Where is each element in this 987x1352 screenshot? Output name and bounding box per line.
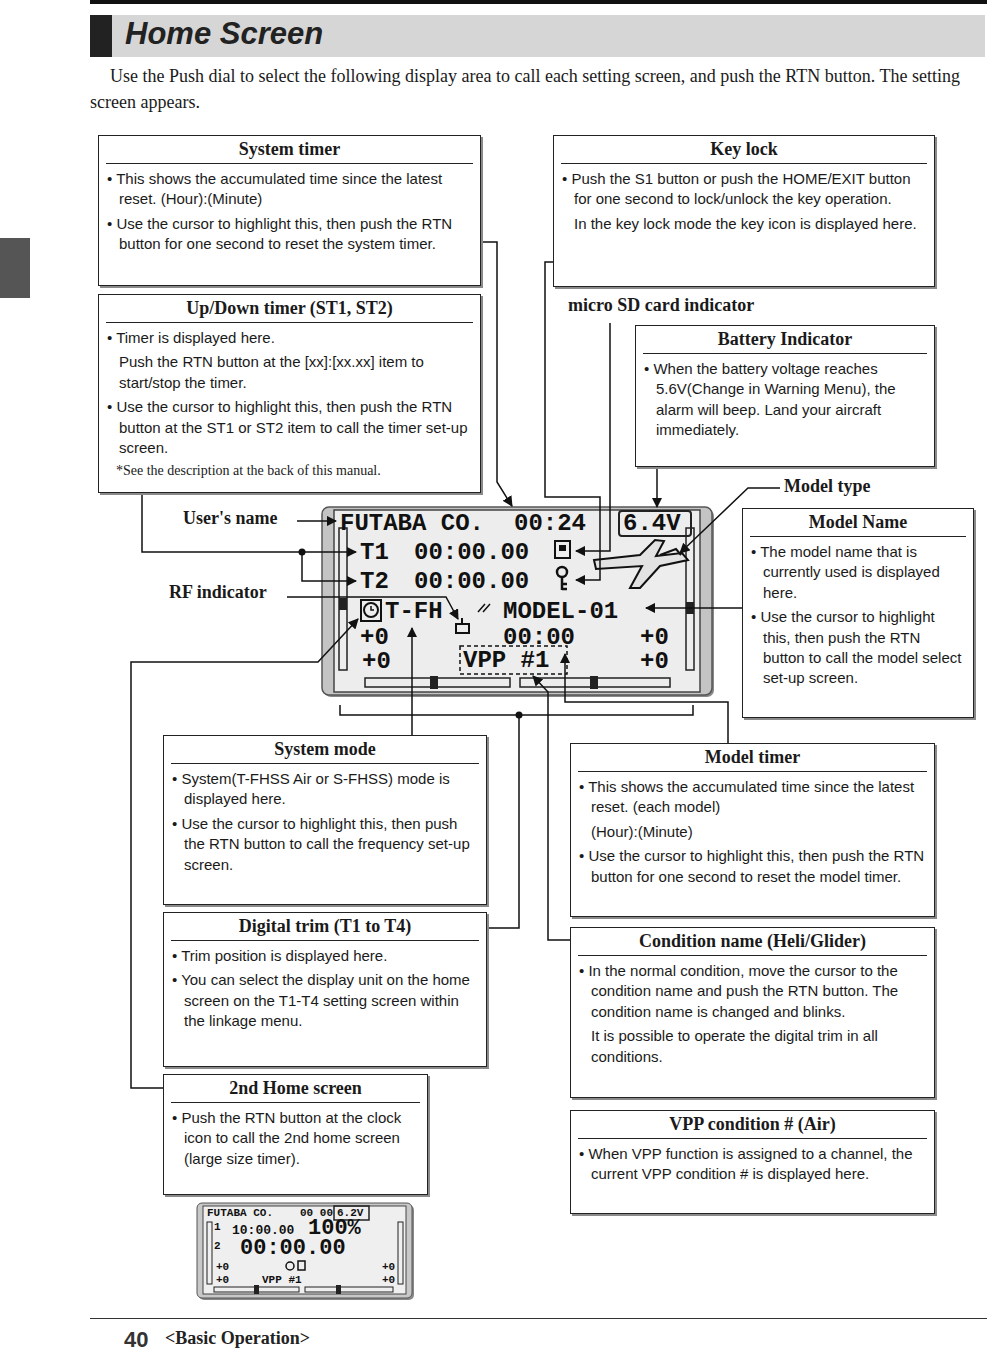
bullet-text: • Use the cursor to highlight this, then…: [106, 214, 473, 255]
bullet-text: • Push the S1 button or push the HOME/EX…: [561, 169, 927, 210]
bullet-text: • Use the cursor to highlight this, then…: [171, 814, 479, 875]
lcd-text: VPP #1: [262, 1275, 302, 1286]
lcd-text: 00:00.00: [240, 1238, 346, 1260]
footnote: *See the description at the back of this…: [106, 462, 473, 480]
bullet-text: • Use the cursor to highlight this, then…: [750, 607, 966, 689]
lcd-text: +0: [382, 1262, 395, 1273]
lcd-text: 00:00.00: [414, 570, 529, 594]
lcd-text: FUTABA CO.: [207, 1208, 273, 1219]
box-heading: Key lock: [561, 139, 927, 164]
box-heading: Battery Indicator: [643, 329, 927, 354]
lcd-text: 00:00: [503, 626, 575, 650]
lcd-text: +0: [216, 1262, 229, 1273]
callout-box: Model timer • This shows the accumulated …: [570, 743, 935, 917]
page-number: 40: [124, 1327, 148, 1352]
bullet-text: • System(T-FHSS Air or S-FHSS) mode is d…: [171, 769, 479, 810]
box-heading: VPP condition # (Air): [578, 1114, 927, 1139]
callout-box: System timer • This shows the accumulated…: [98, 135, 481, 286]
body-text: In the key lock mode the key icon is dis…: [561, 214, 927, 234]
lcd-text: 6.4V: [623, 512, 681, 536]
bullet-text: • Timer is displayed here.: [106, 328, 473, 348]
lcd-text: T-FH: [385, 600, 443, 624]
lcd-text: 00:00.00: [414, 541, 529, 565]
section-name: <Basic Operation>: [165, 1328, 310, 1349]
side-tab: [0, 238, 30, 298]
callout-label: RF indicator: [167, 582, 269, 603]
lcd-text: +0: [640, 626, 669, 650]
lcd-text: +0: [216, 1275, 229, 1286]
callout-box: Condition name (Heli/Glider) • In the nor…: [570, 927, 935, 1098]
lcd-text: MODEL-01: [503, 600, 618, 624]
lcd-text: 10:00.00: [232, 1224, 294, 1237]
callout-box: Battery Indicator • When the battery volt…: [635, 325, 935, 467]
title-mark: [90, 15, 112, 57]
box-heading: Up/Down timer (ST1, ST2): [106, 298, 473, 323]
lcd-text: 00:24: [514, 512, 586, 536]
box-heading: Model timer: [578, 747, 927, 772]
box-heading: 2nd Home screen: [171, 1078, 420, 1103]
lcd-text: +0: [640, 650, 669, 674]
box-heading: Model Name: [750, 512, 966, 537]
bullet-text: • Use the cursor to highlight this, then…: [578, 846, 927, 887]
bullet-text: • This shows the accumulated time since …: [106, 169, 473, 210]
bullet-text: • In the normal condition, move the curs…: [578, 961, 927, 1022]
callout-box: Digital trim (T1 to T4) • Trim position i…: [163, 912, 487, 1067]
callout-label: Model type: [782, 476, 872, 497]
bullet-text: • Trim position is displayed here.: [171, 946, 479, 966]
box-heading: Digital trim (T1 to T4): [171, 916, 479, 941]
lcd-text: T2: [360, 570, 389, 594]
lcd-text: VPP #1: [463, 649, 549, 673]
callout-box: VPP condition # (Air) • When VPP function…: [570, 1110, 935, 1214]
lcd-text: 1: [214, 1222, 221, 1233]
box-heading: Condition name (Heli/Glider): [578, 931, 927, 956]
bullet-text: • When VPP function is assigned to a cha…: [578, 1144, 927, 1185]
callout-box: System mode • System(T-FHSS Air or S-FHSS…: [163, 735, 487, 905]
bullet-text: • When the battery voltage reaches 5.6V(…: [643, 359, 927, 441]
bullet-text: • Push the RTN button at the clock icon …: [171, 1108, 420, 1169]
bullet-text: • The model name that is currently used …: [750, 542, 966, 603]
lcd-text: 100%: [308, 1218, 361, 1240]
footer-rule: [90, 1318, 987, 1319]
body-text: It is possible to operate the digital tr…: [578, 1026, 927, 1067]
lcd-text: T1: [360, 541, 389, 565]
callout-box: Key lock • Push the S1 button or push the…: [553, 135, 935, 287]
callout-label: User's name: [181, 508, 279, 529]
callout-box: Up/Down timer (ST1, ST2) • Timer is displ…: [98, 294, 481, 493]
box-heading: System mode: [171, 739, 479, 764]
body-text: Push the RTN button at the [xx]:[xx.xx] …: [106, 352, 473, 393]
bullet-text: • You can select the display unit on the…: [171, 970, 479, 1031]
lcd-text: +0: [360, 626, 389, 650]
lcd-text: FUTABA CO.: [340, 512, 484, 536]
lcd-text: +0: [362, 650, 391, 674]
callout-label: micro SD card indicator: [566, 295, 756, 316]
lcd-text: +0: [382, 1275, 395, 1286]
callout-box: 2nd Home screen • Push the RTN button at …: [163, 1074, 428, 1195]
box-heading: System timer: [106, 139, 473, 164]
bullet-text: • Use the cursor to highlight this, then…: [106, 397, 473, 458]
title-band: [90, 0, 987, 4]
body-text: (Hour):(Minute): [578, 822, 927, 842]
intro-text: Use the Push dial to select the followin…: [90, 63, 985, 115]
lcd-text: 2: [214, 1241, 221, 1252]
bullet-text: • This shows the accumulated time since …: [578, 777, 927, 818]
callout-box: Model Name • The model name that is curre…: [742, 508, 974, 718]
page-title: Home Screen: [125, 16, 323, 52]
